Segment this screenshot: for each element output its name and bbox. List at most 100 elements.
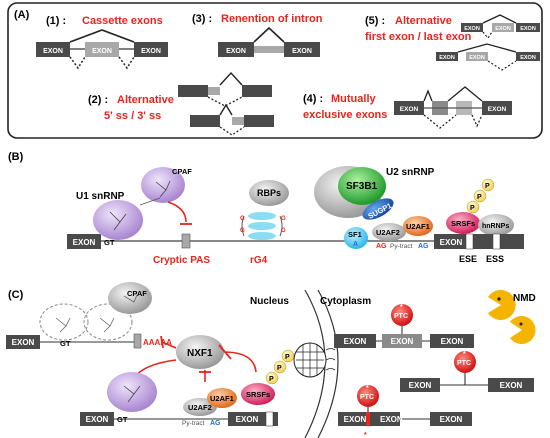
type4-number: (4) :: [303, 93, 323, 105]
splice-arc: [447, 86, 483, 102]
nmd-label: NMD: [513, 293, 536, 304]
rg4-label: rG4: [250, 255, 268, 266]
ess-label: ESS: [486, 254, 504, 264]
inhibition-arrow: [167, 201, 187, 223]
splice-arc: [219, 71, 243, 86]
splice-arc-dotted: [487, 60, 517, 71]
srsfs-label: SRSFs: [451, 219, 475, 228]
panel-c: (C) CPAF EXON GT AAAAA NXF1 U2: [6, 282, 536, 438]
ptc-site: [366, 412, 370, 426]
sf1-blob: [344, 227, 368, 249]
splice-arc: [253, 26, 285, 43]
exon-box: [190, 115, 220, 127]
type2-title-line2: 5' ss / 3' ss: [104, 110, 161, 122]
g-label: G: [240, 216, 245, 222]
nxf1-inhibition: [161, 341, 177, 349]
panel-a-label: (A): [14, 9, 30, 21]
ptc-marker: [391, 304, 413, 326]
exon-label: EXON: [441, 337, 464, 346]
exon-box: [244, 115, 274, 127]
panel-b-label: (B): [8, 151, 24, 163]
exon-box: [134, 42, 168, 57]
u1-dashed-blob: [83, 303, 133, 341]
srsfs-blob: [446, 212, 480, 234]
exon-label: EXON: [344, 415, 367, 424]
u2af2-blob: [372, 223, 406, 241]
u2af2-blob: [183, 398, 217, 416]
exon-label: EXON: [92, 48, 112, 55]
exon-box-upstream: [67, 234, 101, 249]
type2-number: (2) :: [88, 94, 108, 106]
type3-number: (3) :: [192, 13, 212, 25]
ptc-marker: [357, 385, 379, 407]
p-label: P: [277, 365, 282, 372]
gt-label: GT: [60, 339, 71, 348]
ess-element: [492, 233, 501, 250]
exon-label: EXON: [500, 381, 523, 390]
srsf-nxf1-arrow: [223, 351, 257, 373]
ptc-marker: [454, 351, 476, 373]
exon-box: [6, 335, 40, 349]
exon-box: [516, 52, 540, 61]
gt-label: GT: [104, 238, 115, 247]
exon-label: EXON: [400, 106, 419, 113]
rbps-label: RBPs: [257, 188, 281, 198]
alt-exon-box: [85, 42, 119, 57]
intron-retention-diagram: EXON EXON: [218, 26, 320, 57]
exon-label: EXON: [488, 106, 507, 113]
exon-box: [80, 412, 114, 426]
ptc-star: *: [366, 385, 369, 392]
sf3b1-blob: [338, 167, 386, 205]
type1-number: (1) :: [46, 15, 66, 27]
splice-arc: [219, 103, 233, 116]
py-tract-label: Py-tract: [182, 420, 205, 427]
exon-label: EXON: [73, 238, 96, 247]
exon-box: [36, 42, 70, 57]
g-label: G: [281, 228, 286, 234]
srsfs-label: SRSFs: [246, 390, 270, 399]
exon-box: [482, 101, 512, 115]
exon-box: [284, 42, 320, 57]
mutually-exclusive-diagram: EXON EXON: [394, 86, 512, 129]
nuclear-membrane-outer: [317, 289, 339, 438]
exon-label: EXON: [344, 337, 367, 346]
exon-box: [436, 52, 458, 61]
srsfs-blob: [241, 383, 275, 405]
p-label: P: [269, 376, 274, 383]
exon-label: EXON: [464, 26, 480, 32]
hnrnps-blob: [478, 214, 514, 236]
exon-box: [178, 85, 208, 97]
type4-title-line1: Mutually: [331, 93, 376, 105]
u1-dashed-blob: [39, 303, 89, 341]
exon-label: EXON: [141, 48, 161, 55]
type1-title: Cassette exons: [82, 15, 163, 27]
panel-b: (B) EXON GT U1 snRNP CPAF Cryptic PAS RB…: [8, 151, 524, 266]
u2af1-label: U2AF1: [406, 222, 430, 231]
sf1-label: SF1: [348, 230, 362, 239]
type3-title: Renention of intron: [221, 13, 323, 25]
exon-label: EXON: [43, 48, 63, 55]
cytoplasm-label: Cytoplasm: [320, 296, 371, 307]
connector-line: [139, 197, 161, 206]
splice-arc-dotted: [207, 96, 243, 107]
ptc-label: PTC: [394, 313, 408, 320]
gt-label: GT: [117, 415, 128, 424]
exon-box: [394, 101, 424, 115]
exon-box: [334, 334, 376, 348]
type5-title-line1: Alternative: [395, 15, 452, 27]
pas-box: [133, 333, 142, 349]
type5-title-line2: first exon / last exon: [365, 31, 472, 43]
exon-box: [228, 412, 278, 426]
u2-snrnp-label: U2 snRNP: [386, 167, 435, 178]
type2-title-line1: Alternative: [117, 94, 174, 106]
alt-exon-box: [382, 334, 422, 348]
alt-5ss-diagram: [178, 71, 272, 107]
ptc-star: *: [463, 351, 466, 358]
u1-snrnp-label: U1 snRNP: [76, 191, 125, 202]
cryptic-pas-label: Cryptic PAS: [153, 255, 210, 266]
cassette-exon-diagram: EXON EXON EXON: [36, 29, 168, 70]
u2af1-blob: [403, 216, 433, 236]
nmd-pacman-icon: [510, 316, 536, 344]
exon-label: EXON: [495, 26, 511, 32]
exon-label: EXON: [86, 415, 109, 424]
